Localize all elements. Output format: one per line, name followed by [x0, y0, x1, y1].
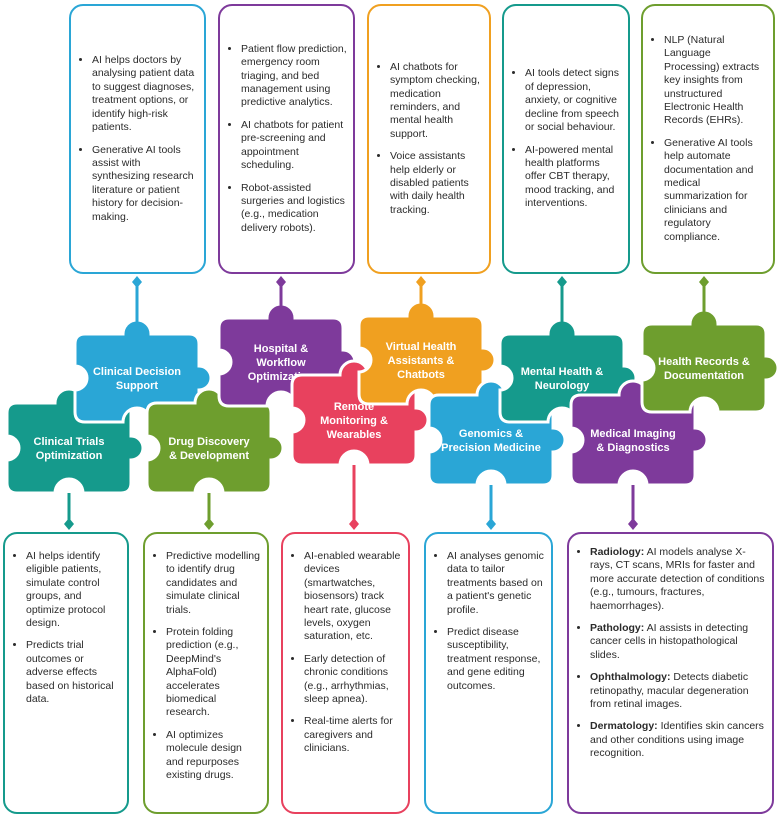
- connector-diamond: [486, 518, 496, 530]
- bullet-item: AI tools detect signs of depression, anx…: [525, 67, 622, 134]
- bullet-item: Real-time alerts for caregivers and clin…: [304, 715, 402, 755]
- bullet-list: AI helps identify eligible patients, sim…: [13, 550, 121, 706]
- puzzle-piece-label: Clinical Decision: [93, 366, 181, 378]
- puzzle-piece-label: Monitoring &: [320, 415, 388, 427]
- bullet-text: Detects diabetic retinopathy, macular de…: [590, 671, 749, 711]
- puzzle-piece-label: Genomics &: [459, 428, 523, 440]
- connector-diamond: [628, 518, 638, 530]
- bullet-item: AI chatbots for patient pre-screening an…: [241, 119, 347, 173]
- puzzle-piece-label: Workflow: [256, 357, 306, 369]
- puzzle-piece-label: Hospital &: [254, 343, 308, 355]
- bullet-text: AI models analyse X-rays, CT scans, MRIs…: [590, 546, 765, 612]
- top-box-virtual-health: AI chatbots for symptom checking, medica…: [367, 4, 491, 274]
- bullet-item: Predicts trial outcomes or adverse effec…: [26, 639, 121, 706]
- bullet-item: Dermatology: Identifies skin cancers and…: [590, 720, 766, 760]
- bullet-item: Predict disease susceptibility, treatmen…: [447, 626, 545, 693]
- top-box-mental-health: AI tools detect signs of depression, anx…: [502, 4, 630, 274]
- bullet-item: Patient flow prediction, emergency room …: [241, 43, 347, 110]
- bullet-list: NLP (Natural Language Processing) extrac…: [651, 34, 767, 244]
- bottom-box-remote-monitoring: AI-enabled wearable devices (smartwatche…: [281, 532, 410, 814]
- bullet-heading: Pathology:: [590, 622, 645, 635]
- puzzle-piece-label: Optimization: [36, 450, 103, 462]
- bottom-box-genomics: AI analyses genomic data to tailor treat…: [424, 532, 553, 814]
- bullet-text: Identifies skin cancers and other condit…: [590, 720, 764, 760]
- bottom-box-drug-discovery: Predictive modelling to identify drug ca…: [143, 532, 269, 814]
- puzzle-piece-label: Health Records &: [658, 356, 750, 368]
- bullet-item: AI-enabled wearable devices (smartwatche…: [304, 550, 402, 644]
- puzzle-piece-label: Mental Health &: [521, 366, 604, 378]
- bottom-box-medical-imaging: Radiology: AI models analyse X-rays, CT …: [567, 532, 774, 814]
- bullet-list: AI analyses genomic data to tailor treat…: [434, 550, 545, 693]
- puzzle-piece-label: Drug Discovery: [168, 436, 250, 448]
- bullet-item: AI chatbots for symptom checking, medica…: [390, 61, 483, 141]
- puzzle-piece-label: Assistants &: [388, 355, 455, 367]
- puzzle-piece-label: Medical Imaging: [590, 428, 676, 440]
- bullet-item: NLP (Natural Language Processing) extrac…: [664, 34, 767, 128]
- bullet-list: AI helps doctors by analysing patient da…: [79, 54, 198, 224]
- bullet-item: Pathology: AI assists in detecting cance…: [590, 622, 766, 662]
- bullet-list: Patient flow prediction, emergency room …: [228, 43, 347, 235]
- bullet-text: AI assists in detecting cancer cells in …: [590, 622, 749, 661]
- bullet-list: AI chatbots for symptom checking, medica…: [377, 61, 483, 217]
- bullet-item: Voice assistants help elderly or disable…: [390, 150, 483, 217]
- top-box-hospital-workflow: Patient flow prediction, emergency room …: [218, 4, 355, 274]
- bullet-item: AI helps doctors by analysing patient da…: [92, 54, 198, 134]
- puzzle-piece: Health Records & Documentation: [640, 308, 779, 414]
- bullet-item: Predictive modelling to identify drug ca…: [166, 550, 261, 617]
- top-box-clinical-decision: AI helps doctors by analysing patient da…: [69, 4, 206, 274]
- bullet-item: Robot-assisted surgeries and logistics (…: [241, 182, 347, 236]
- bullet-list: AI-enabled wearable devices (smartwatche…: [291, 550, 402, 756]
- bullet-heading: Ophthalmology:: [590, 671, 671, 684]
- puzzle-piece-label: Clinical Trials: [34, 436, 105, 448]
- connector-diamond: [204, 518, 214, 530]
- bullet-list: AI tools detect signs of depression, anx…: [512, 67, 622, 210]
- bullet-item: Generative AI tools help automate docume…: [664, 137, 767, 244]
- puzzle-piece-label: Virtual Health: [386, 341, 457, 353]
- bullet-item: AI-powered mental health platforms offer…: [525, 144, 622, 211]
- bullet-heading: Dermatology:: [590, 720, 658, 733]
- connector-diamond: [416, 276, 426, 288]
- bullet-item: AI helps identify eligible patients, sim…: [26, 550, 121, 630]
- puzzle-piece-label: Support: [116, 380, 158, 392]
- puzzle-piece-label: & Diagnostics: [596, 442, 669, 454]
- bottom-box-clinical-trials: AI helps identify eligible patients, sim…: [3, 532, 129, 814]
- bullet-item: Ophthalmology: Detects diabetic retinopa…: [590, 671, 766, 711]
- puzzle-piece-label: Neurology: [535, 380, 590, 392]
- connector-diamond: [557, 276, 567, 288]
- bullet-list: Radiology: AI models analyse X-rays, CT …: [577, 546, 766, 761]
- bullet-item: Early detection of chronic conditions (e…: [304, 653, 402, 707]
- connector-diamond: [276, 276, 286, 288]
- bullet-heading: Radiology:: [590, 546, 645, 558]
- connector-diamond: [64, 518, 74, 530]
- puzzle-piece-shape: [357, 300, 497, 406]
- connector-diamond: [349, 518, 359, 530]
- connector-diamond: [699, 276, 709, 288]
- puzzle-piece-label: Wearables: [327, 429, 382, 441]
- puzzle-piece-label: Chatbots: [397, 369, 445, 381]
- bullet-item: AI analyses genomic data to tailor treat…: [447, 550, 545, 617]
- top-box-health-records: NLP (Natural Language Processing) extrac…: [641, 4, 775, 274]
- bullet-item: AI optimizes molecule design and repurpo…: [166, 729, 261, 783]
- bullet-list: Predictive modelling to identify drug ca…: [153, 550, 261, 783]
- puzzle-piece-label: Precision Medicine: [441, 442, 541, 454]
- bullet-item: Protein folding prediction (e.g., DeepMi…: [166, 626, 261, 720]
- puzzle-piece-shape: [640, 308, 779, 414]
- bullet-item: Radiology: AI models analyse X-rays, CT …: [590, 546, 766, 613]
- puzzle-piece-label: Documentation: [664, 370, 744, 382]
- puzzle-piece-label: & Development: [169, 450, 249, 462]
- bullet-item: Generative AI tools assist with synthesi…: [92, 144, 198, 224]
- connector-diamond: [132, 276, 142, 288]
